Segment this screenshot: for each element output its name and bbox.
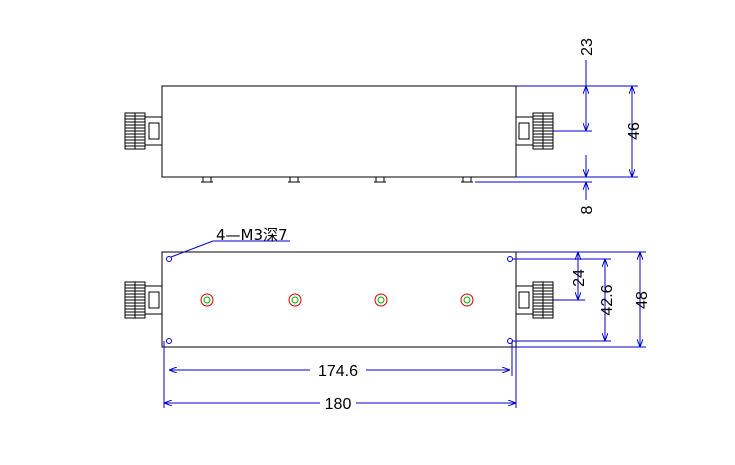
- top-view: 46 23 8: [124, 38, 643, 214]
- dim-top-bottom-offset: 8: [579, 205, 596, 214]
- note-leader: [170, 240, 214, 258]
- dim-front-hole-pitch: 174.6: [318, 363, 358, 380]
- front-right-connector: [515, 281, 554, 319]
- mounting-note: 4—M3深7: [216, 226, 288, 244]
- front-left-connector: [124, 281, 163, 319]
- top-tuning-screws: [201, 176, 473, 183]
- top-dimensions: [475, 60, 638, 200]
- dim-front-connector-offset: 24: [571, 269, 588, 287]
- front-view: 4—M3深7 48 42.6 24 174.6 180: [124, 226, 651, 413]
- tuning-holes: [200, 293, 474, 307]
- dim-top-connector-offset: 23: [579, 38, 596, 56]
- top-body: [161, 85, 517, 178]
- top-left-connector: [124, 112, 163, 150]
- top-right-connector: [515, 112, 554, 150]
- dim-front-hole-span: 42.6: [599, 284, 616, 315]
- front-body: [161, 251, 517, 348]
- dim-front-height: 48: [634, 291, 651, 309]
- dim-front-length: 180: [325, 396, 352, 413]
- front-horizontal-dimensions: [163, 341, 517, 408]
- front-vertical-dimensions: [512, 251, 646, 348]
- dim-top-height: 46: [626, 122, 643, 140]
